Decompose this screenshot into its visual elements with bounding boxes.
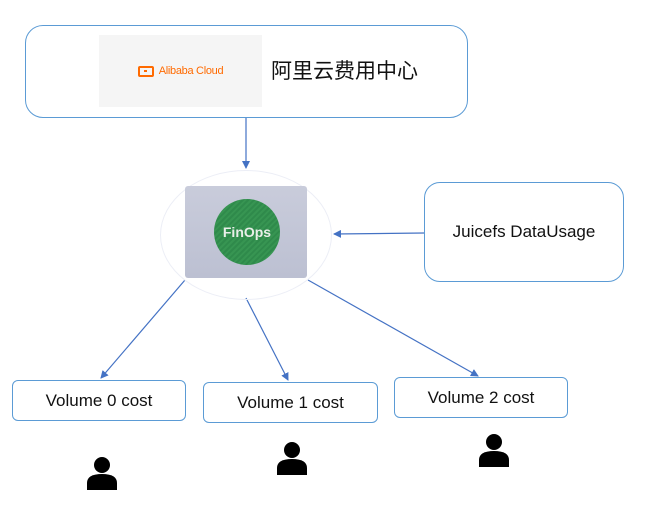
logo-text: Alibaba Cloud	[158, 65, 224, 77]
arrow-finops-to-volume-2	[307, 279, 479, 377]
volume-0-node[interactable]: Volume 0 cost	[12, 380, 186, 421]
finops-label: FinOps	[222, 224, 272, 240]
volume-0-label: Volume 0 cost	[45, 390, 153, 410]
datausage-label: Juicefs DataUsage	[452, 222, 596, 241]
finops-logo: FinOps	[214, 199, 280, 265]
alibaba-cloud-logo-icon	[137, 65, 154, 77]
arrow-finops-to-volume-0	[100, 279, 186, 379]
volume-2-node[interactable]: Volume 2 cost	[394, 377, 568, 418]
volume-1-label: Volume 1 cost	[237, 392, 344, 412]
finops-node[interactable]: FinOps	[185, 186, 307, 278]
alibaba-cloud-logo: Alibaba Cloud	[99, 35, 262, 107]
cost-center-title: 阿里云费用中心	[271, 59, 418, 83]
volume-1-node[interactable]: Volume 1 cost	[203, 382, 378, 423]
finops-ellipse	[160, 170, 332, 300]
datausage-node[interactable]: Juicefs DataUsage	[424, 182, 624, 282]
user-icon	[277, 442, 307, 475]
user-icon	[87, 457, 117, 490]
user-icon	[479, 434, 509, 467]
arrow-datausage-to-finops	[333, 229, 425, 238]
arrow-finops-to-volume-1	[245, 297, 289, 381]
volume-2-label: Volume 2 cost	[427, 387, 535, 407]
